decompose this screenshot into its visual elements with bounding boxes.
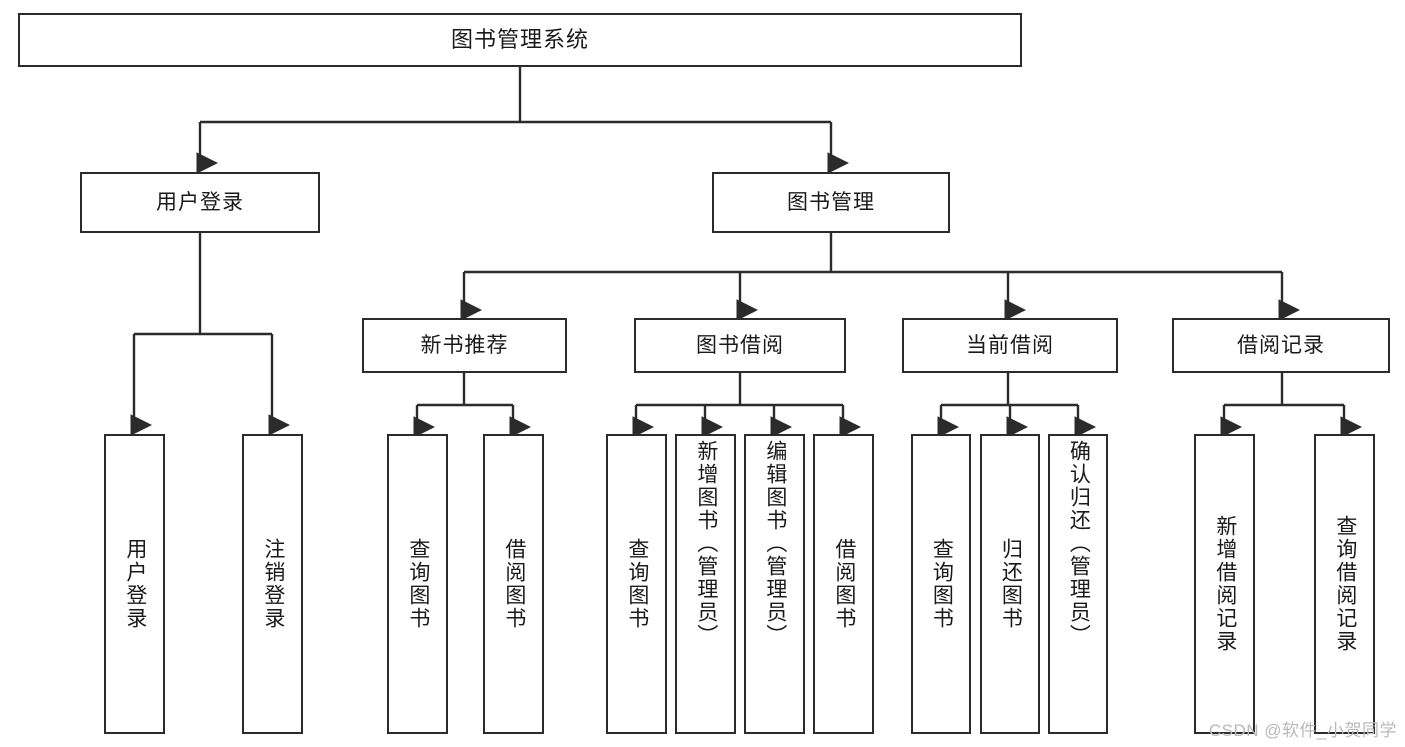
leaf-label: 查询图书 [406,538,430,630]
leaf-label: 借阅图书 [502,538,526,630]
watermark-text: CSDN @软件_小贺同学 [1208,721,1397,740]
node-user-login[interactable]: 用户登录 [80,172,320,233]
node-current-borrow[interactable]: 当前借阅 [902,318,1118,373]
leaf-borrow-query-books[interactable]: 查询图书 [606,434,667,734]
node-book-borrow[interactable]: 图书借阅 [634,318,846,373]
leaf-label: 新增借阅记录 [1213,515,1237,653]
leaf-current-query-books[interactable]: 查询图书 [911,434,971,734]
leaf-label: 新增图书（管理员） [694,440,718,647]
leaf-borrow-add-book-admin[interactable]: 新增图书（管理员） [675,434,736,734]
leaf-label: 查询图书 [625,538,649,630]
leaf-records-query-record[interactable]: 查询借阅记录 [1314,434,1375,734]
leaf-label: 注销登录 [261,538,285,630]
leaf-label: 用户登录 [123,538,147,630]
leaf-label: 查询图书 [930,538,954,630]
leaf-label: 查询借阅记录 [1333,515,1357,653]
leaf-borrow-borrow-books[interactable]: 借阅图书 [813,434,874,734]
leaf-records-add-record[interactable]: 新增借阅记录 [1194,434,1255,734]
leaf-new-book-borrow-books[interactable]: 借阅图书 [483,434,544,734]
node-root-library-system[interactable]: 图书管理系统 [18,13,1022,67]
leaf-user-login-logout[interactable]: 注销登录 [242,434,303,734]
leaf-current-confirm-return-admin[interactable]: 确认归还（管理员） [1048,434,1108,734]
leaf-label: 编辑图书（管理员） [763,440,787,647]
node-new-book-recommend[interactable]: 新书推荐 [362,318,567,373]
leaf-label: 借阅图书 [832,538,856,630]
leaf-current-return-books[interactable]: 归还图书 [980,434,1040,734]
node-borrow-records[interactable]: 借阅记录 [1172,318,1390,373]
node-book-management[interactable]: 图书管理 [712,172,950,233]
leaf-label: 确认归还（管理员） [1067,440,1091,647]
leaf-borrow-edit-book-admin[interactable]: 编辑图书（管理员） [744,434,805,734]
leaf-label: 归还图书 [999,538,1023,630]
leaf-new-book-query-books[interactable]: 查询图书 [387,434,448,734]
leaf-user-login-login[interactable]: 用户登录 [104,434,165,734]
